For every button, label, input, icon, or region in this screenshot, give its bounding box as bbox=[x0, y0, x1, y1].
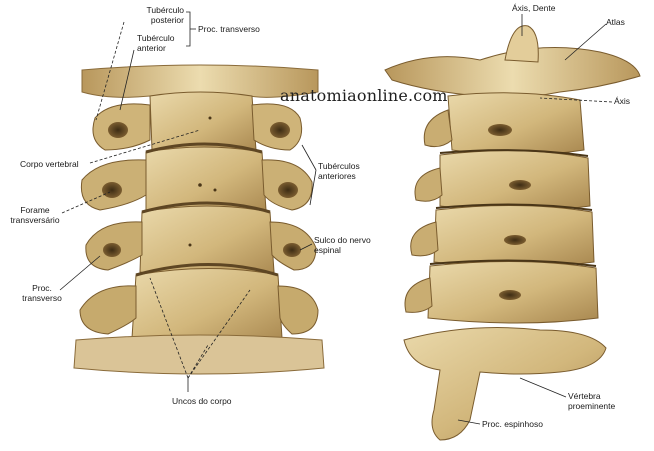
right-transverse-process-4 bbox=[277, 285, 319, 335]
left-bottom-vertebra bbox=[73, 334, 325, 375]
label-uncos-do-corpo: Uncos do corpo bbox=[172, 396, 232, 406]
left-cervical-column-illustration bbox=[73, 64, 325, 375]
label-proc-espinhoso: Proc. espinhoso bbox=[482, 419, 543, 429]
label-corpo-vertebral: Corpo vertebral bbox=[20, 159, 79, 169]
label-forame-transversario: Forame transversário bbox=[10, 205, 60, 225]
label-atlas: Atlas bbox=[606, 17, 625, 27]
label-axis-dente: Áxis, Dente bbox=[512, 3, 556, 13]
right-vertebra-prominens bbox=[403, 327, 607, 441]
label-axis: Áxis bbox=[614, 96, 631, 106]
label-proc-transverso-top: Proc. transverso bbox=[198, 24, 260, 34]
right-dens bbox=[504, 25, 539, 63]
label-tuberculos-anteriores: Tubérculos anteriores bbox=[318, 161, 360, 181]
label-vertebra-proeminente: Vértebra proeminente bbox=[568, 391, 616, 411]
right-axis bbox=[447, 92, 585, 156]
label-proc-transverso-left: Proc. transverso bbox=[22, 283, 62, 303]
watermark-text: anatomiaonline.com bbox=[280, 86, 448, 105]
label-tuberculo-posterior: Tubérculo posterior bbox=[146, 5, 184, 25]
right-cervical-column-illustration bbox=[384, 25, 641, 441]
left-vertebral-body-4 bbox=[131, 268, 283, 346]
left-atlas bbox=[81, 64, 319, 98]
left-transverse-process-4 bbox=[79, 285, 137, 335]
label-sulco-nervo-espinal: Sulco do nervo espinal bbox=[314, 235, 371, 255]
label-tuberculo-anterior: Tubérculo anterior bbox=[137, 33, 175, 53]
leader-lines bbox=[59, 11, 613, 425]
